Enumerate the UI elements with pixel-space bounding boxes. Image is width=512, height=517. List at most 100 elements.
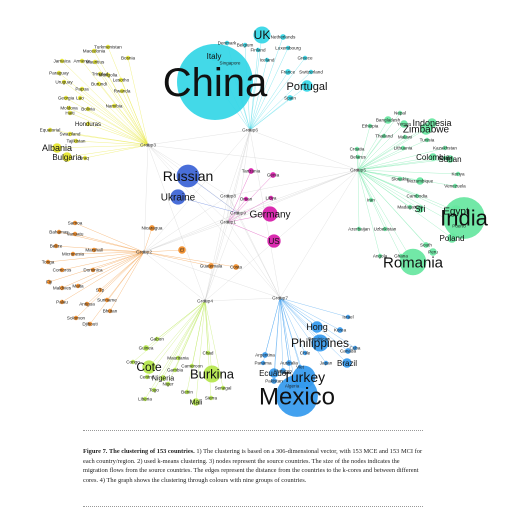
country-node (165, 381, 171, 387)
country-node (248, 168, 254, 174)
country-label: Finland (250, 48, 266, 53)
cluster-edge (357, 125, 371, 171)
cluster-edge (249, 59, 268, 131)
country-node (85, 106, 91, 112)
country-label: Niger (163, 382, 174, 387)
country-label: Uzbekistan (374, 227, 397, 232)
country-label: Macedonia (83, 49, 106, 54)
country-label: Philippines (291, 336, 349, 350)
country-node (172, 367, 178, 373)
country-node (264, 57, 270, 63)
core-edge (204, 212, 239, 302)
country-label: Rwanda (114, 89, 131, 94)
country-label: Mexico (259, 383, 335, 410)
cluster-edge (65, 97, 149, 146)
cluster-edge (357, 135, 385, 171)
graph-edges (47, 34, 465, 403)
caption-bottom-rule (83, 506, 423, 507)
country-node (61, 79, 67, 85)
country-label: India (440, 206, 488, 231)
country-node (253, 26, 271, 44)
cluster-edge (357, 128, 427, 171)
country-node (96, 81, 102, 87)
country-label: Ethiopia (362, 124, 379, 129)
cluster-edge (74, 233, 145, 253)
country-node (416, 177, 424, 185)
core-edge (143, 251, 281, 299)
country-node (354, 146, 360, 152)
country-node (177, 44, 253, 120)
country-label: Costa (230, 265, 242, 270)
core-edge (204, 297, 281, 302)
country-node (455, 171, 461, 177)
country-label: Bolivia (81, 107, 95, 112)
country-node (175, 355, 181, 361)
country-label: Belarus (350, 155, 366, 160)
country-node (72, 220, 78, 226)
country-label: Morocco (274, 369, 292, 374)
country-node (302, 350, 308, 356)
cluster-edge (74, 222, 145, 253)
core-label: Group1 (220, 220, 236, 226)
cluster-edge (61, 251, 145, 289)
country-label: Bhutan (103, 309, 118, 314)
country-node (144, 374, 150, 380)
country-label: Albania (42, 143, 72, 153)
country-node (286, 360, 292, 366)
country-node (53, 243, 59, 249)
country-node (97, 71, 103, 77)
country-node (45, 259, 51, 265)
cluster-edge (357, 122, 433, 171)
country-label: Netherlands (271, 35, 296, 40)
country-label: Venezuela (444, 184, 466, 189)
country-label: Haiti (65, 111, 74, 116)
country-label: Australia (280, 361, 298, 366)
cluster-edge (279, 297, 301, 368)
core-edge (204, 195, 229, 302)
country-node (292, 365, 316, 389)
country-node (142, 360, 156, 374)
core-label: Group5 (350, 168, 366, 174)
country-node (79, 86, 85, 92)
country-node (402, 134, 408, 140)
country-label: Ecuador (259, 369, 289, 378)
core-node (226, 220, 230, 224)
country-label: Japan (320, 361, 333, 366)
cluster-edge (77, 251, 145, 287)
cluster-edge (69, 133, 149, 146)
country-label: Lesotho (113, 78, 130, 83)
caption-label: Figure 7. (83, 448, 108, 455)
country-node (269, 368, 279, 378)
country-node (400, 120, 408, 128)
core-node (146, 143, 150, 147)
cluster-edge (56, 144, 149, 149)
core-edge (237, 129, 251, 214)
country-node (450, 205, 462, 217)
country-label: Israel (342, 315, 353, 320)
country-label: Namibia (106, 104, 123, 109)
country-node (73, 138, 79, 144)
cluster-edge (279, 297, 327, 364)
country-label: STp (96, 288, 105, 293)
cluster-edge (75, 140, 149, 146)
cluster-edge (153, 300, 206, 391)
core-edge (237, 212, 281, 299)
country-label: Argentina (255, 353, 275, 358)
cluster-edge (47, 251, 145, 263)
country-label: Togo (149, 388, 159, 393)
country-label: Indonesia (412, 118, 451, 128)
country-node (285, 45, 291, 51)
country-label: Papua (75, 87, 89, 92)
country-node (427, 118, 437, 128)
cluster-edge (357, 169, 460, 227)
country-node (79, 58, 85, 64)
country-node (67, 110, 73, 116)
cluster-edge (279, 297, 349, 318)
country-label: Belgium (237, 43, 254, 48)
country-label: Chad (203, 351, 214, 356)
graph-cores: Group1Group2Group3Group4Group5Group6Grou… (136, 128, 366, 305)
country-node (72, 231, 78, 237)
cluster-edge (357, 169, 402, 257)
cluster-edge (249, 97, 291, 131)
cluster-edge (61, 60, 149, 146)
